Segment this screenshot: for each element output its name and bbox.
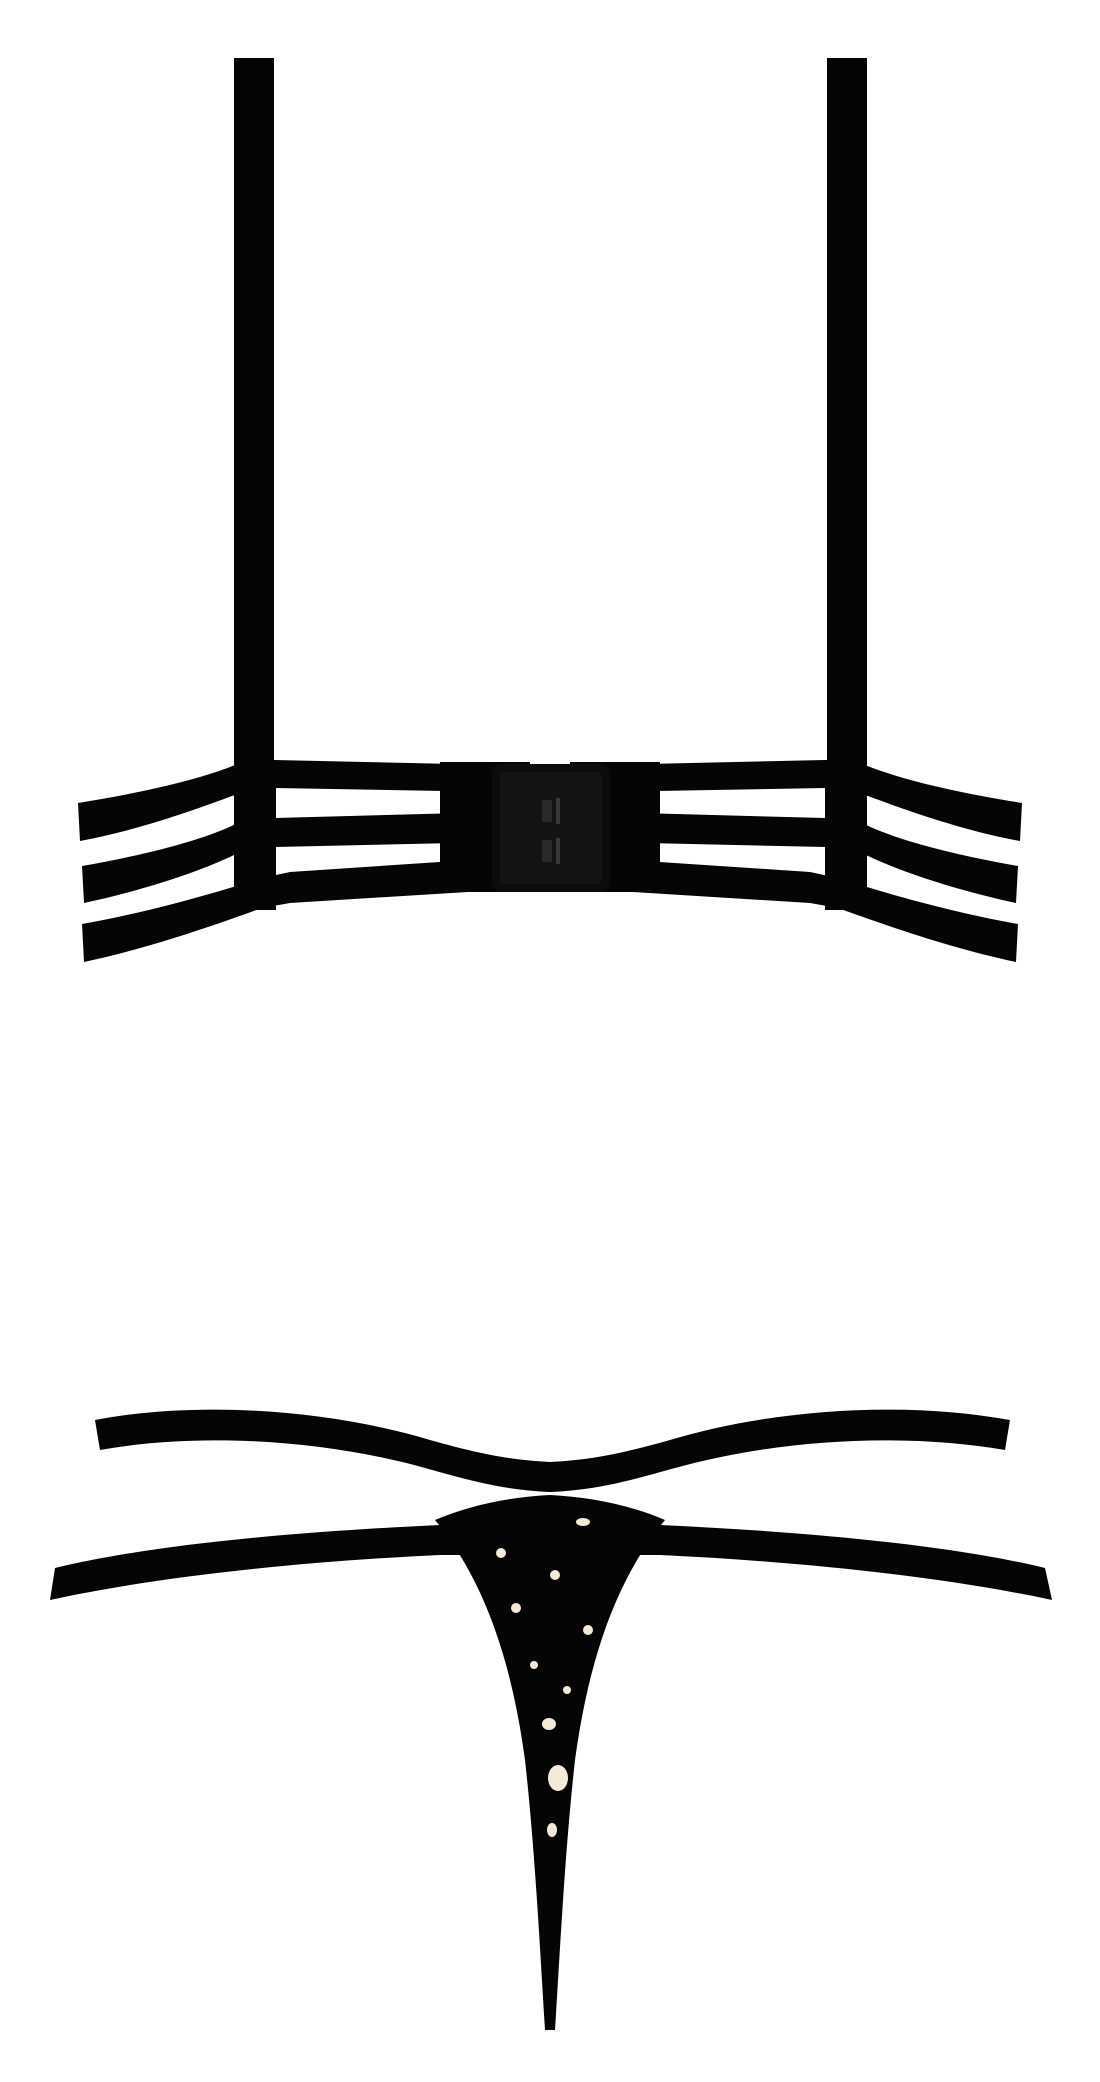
right-band-bottom bbox=[600, 858, 1018, 962]
left-band-connector bbox=[234, 760, 276, 910]
thong-upper-strap bbox=[95, 1409, 1010, 1492]
thong-mesh-panel bbox=[435, 1495, 665, 2030]
right-band-middle bbox=[600, 812, 1018, 903]
left-band-middle bbox=[82, 812, 500, 903]
strappy-bra bbox=[78, 58, 1022, 962]
thong-lower-strap bbox=[50, 1525, 1052, 1600]
right-band-connector bbox=[825, 760, 867, 910]
right-shoulder-strap bbox=[827, 58, 867, 898]
left-shoulder-strap bbox=[234, 58, 274, 898]
mesh-dots bbox=[496, 1518, 593, 1837]
left-band-top bbox=[78, 760, 500, 841]
right-band-top bbox=[600, 760, 1022, 841]
hook-and-eye-clasp bbox=[440, 762, 660, 892]
strappy-thong bbox=[50, 1409, 1052, 2030]
left-band-bottom bbox=[82, 858, 500, 962]
